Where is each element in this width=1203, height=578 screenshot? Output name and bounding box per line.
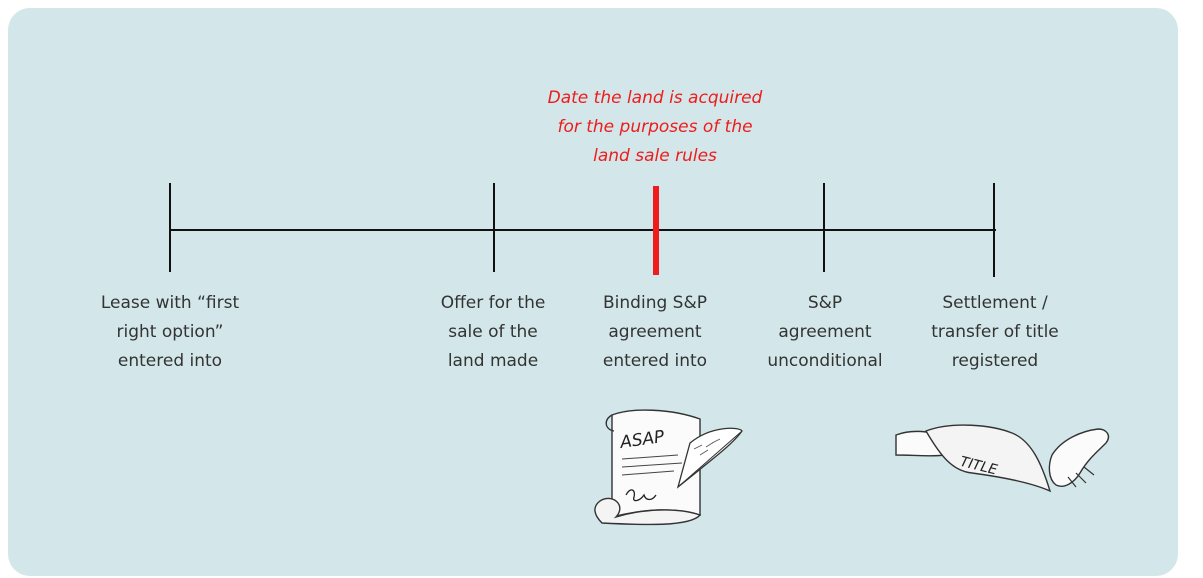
tick-unconditional xyxy=(823,183,825,272)
event-label-lease: Lease with “first right option” entered … xyxy=(100,293,240,371)
title-handover-icon: TITLE xyxy=(895,424,1110,493)
event-label-unconditional: S&P agreement unconditional xyxy=(767,293,883,371)
tick-settlement xyxy=(993,183,995,277)
contract-scroll-icon: ASAP xyxy=(594,409,743,526)
event-label-settlement: Settlement / transfer of title registere… xyxy=(931,293,1059,371)
event-label-offer: Offer for the sale of the land made xyxy=(440,293,546,371)
tick-binding-acquisition-date xyxy=(653,186,659,275)
timeline-axis xyxy=(170,229,996,231)
diagram-panel xyxy=(8,8,1178,576)
event-label-binding-agreement: Binding S&P agreement entered into xyxy=(602,293,708,371)
tick-lease xyxy=(169,183,171,272)
tick-offer xyxy=(493,183,495,272)
acquisition-date-annotation: Date the land is acquired for the purpos… xyxy=(547,88,763,166)
